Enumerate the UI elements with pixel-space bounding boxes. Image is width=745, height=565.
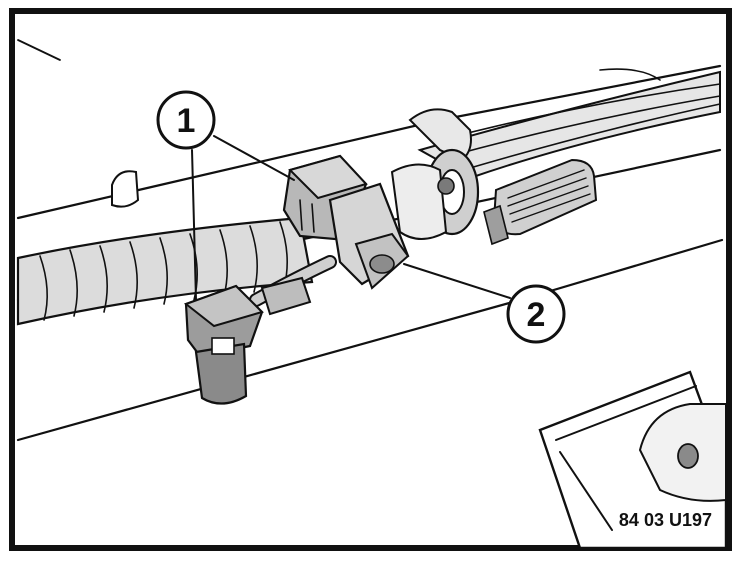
callout-1: 1 <box>156 90 216 150</box>
panel-clip <box>111 170 140 208</box>
callout-2: 2 <box>506 284 566 344</box>
bracket-assembly <box>390 108 480 240</box>
connector-housing-2 <box>328 182 410 290</box>
ribbed-connector <box>483 158 598 246</box>
connector-plug-lower <box>183 284 264 405</box>
wire-harness <box>417 68 721 180</box>
cable-sleeve <box>260 276 312 316</box>
module-housing <box>538 370 728 550</box>
callout-2-label: 2 <box>527 296 546 334</box>
callout-1-label: 1 <box>177 102 196 140</box>
wiring-loom <box>16 216 314 326</box>
callout-leaders <box>191 135 511 301</box>
figure-code: 84 03 U197 <box>619 510 712 530</box>
